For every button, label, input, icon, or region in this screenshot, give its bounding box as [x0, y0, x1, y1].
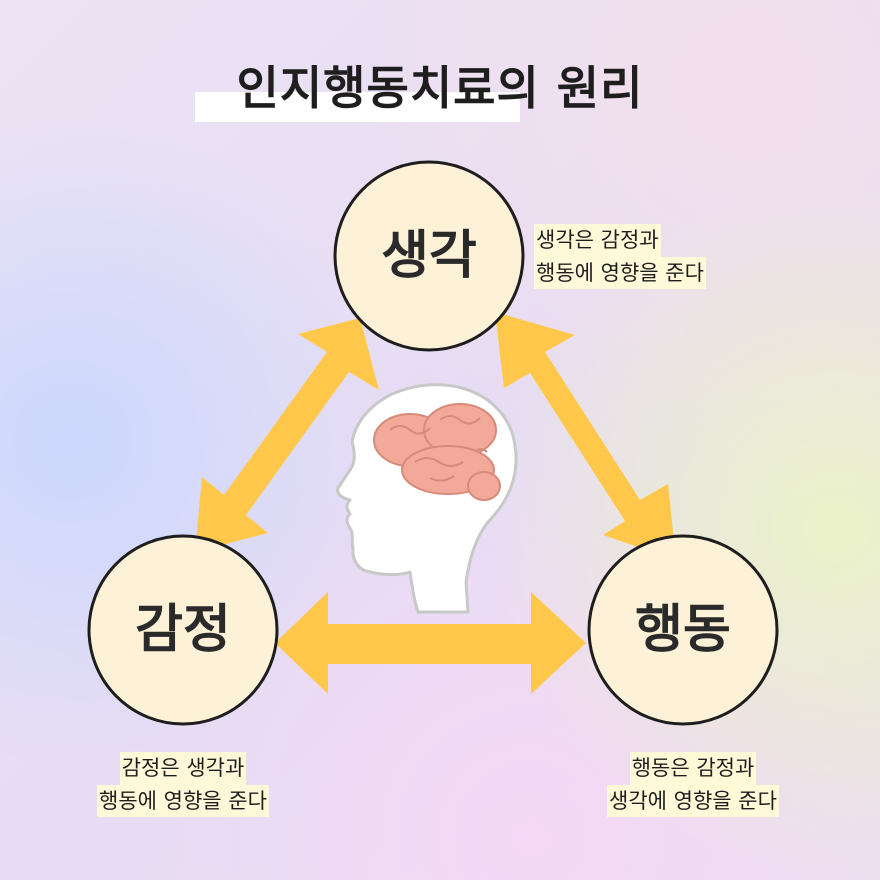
brain-icon	[373, 403, 501, 501]
node-label-thought: 생각	[381, 226, 477, 286]
node-label-emotion: 감정	[135, 600, 231, 660]
arrow-thought-emotion-shape	[195, 318, 379, 552]
circle-behavior	[587, 534, 779, 726]
caption-thought-line-1: 생각은 감정과	[534, 224, 661, 257]
circle-emotion	[87, 534, 279, 726]
caption-thought-line-2: 행동에 영향을 준다	[534, 256, 706, 290]
caption-behavior-line-1: 행동은 감정과	[629, 752, 757, 785]
caption-emotion: 감정은 생각과 행동에 영향을 준다	[50, 752, 316, 818]
circle-thought	[333, 160, 525, 352]
arrow-thought-emotion	[195, 318, 379, 552]
title-container: 인지행동치료의 원리	[0, 52, 880, 118]
caption-emotion-line-1: 감정은 생각과	[119, 752, 247, 785]
arrow-thought-behavior	[495, 312, 676, 560]
caption-emotion-line-2: 행동에 영향을 준다	[97, 784, 269, 818]
arrow-thought-behavior-shape	[495, 312, 676, 560]
node-label-behavior: 행동	[635, 600, 731, 660]
caption-thought: 생각은 감정과 행동에 영향을 준다	[534, 224, 706, 290]
caption-behavior-line-2: 생각에 영향을 준다	[607, 784, 779, 818]
caption-behavior: 행동은 감정과 생각에 영향을 준다	[560, 752, 826, 818]
arrow-emotion-behavior-shape	[275, 592, 586, 694]
title-highlight	[195, 92, 520, 122]
arrow-emotion-behavior	[275, 592, 586, 694]
page-title: 인지행동치료의 원리	[236, 61, 644, 115]
